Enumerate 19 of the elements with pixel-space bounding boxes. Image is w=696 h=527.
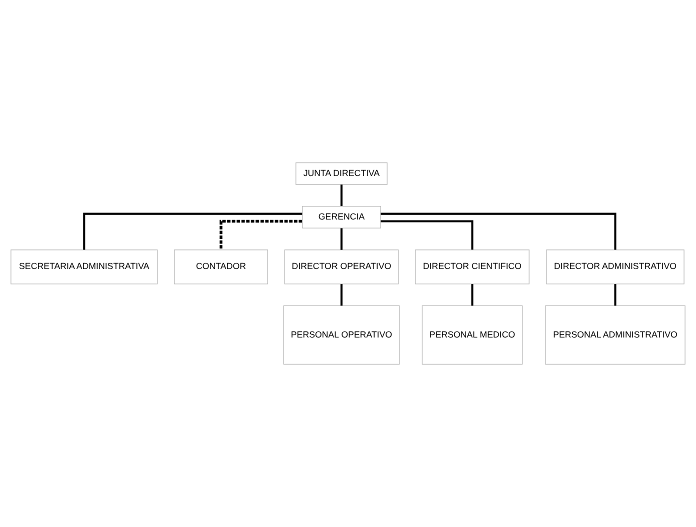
node-box: GERENCIA <box>302 206 382 228</box>
connector <box>340 284 343 306</box>
node-box: JUNTA DIRECTIVA <box>296 162 388 185</box>
node-box: PERSONAL ADMINISTRATIVO <box>545 305 686 365</box>
node-box: PERSONAL MEDICO <box>422 305 523 365</box>
connector <box>220 220 302 250</box>
connector <box>380 212 616 250</box>
connector <box>340 184 343 206</box>
node-box: PERSONAL OPERATIVO <box>283 305 400 365</box>
node-box: DIRECTOR OPERATIVO <box>284 250 399 284</box>
node-box: SECRETARIA ADMINISTRATIVA <box>10 250 158 284</box>
node-box: DIRECTOR CIENTIFICO <box>415 250 530 284</box>
connector <box>340 228 343 250</box>
connector <box>83 212 302 250</box>
node-box: CONTADOR <box>174 250 268 284</box>
connector <box>614 284 616 306</box>
connector <box>380 220 474 250</box>
node-box: DIRECTOR ADMINISTRATIVO <box>546 250 684 284</box>
connector <box>471 284 474 306</box>
